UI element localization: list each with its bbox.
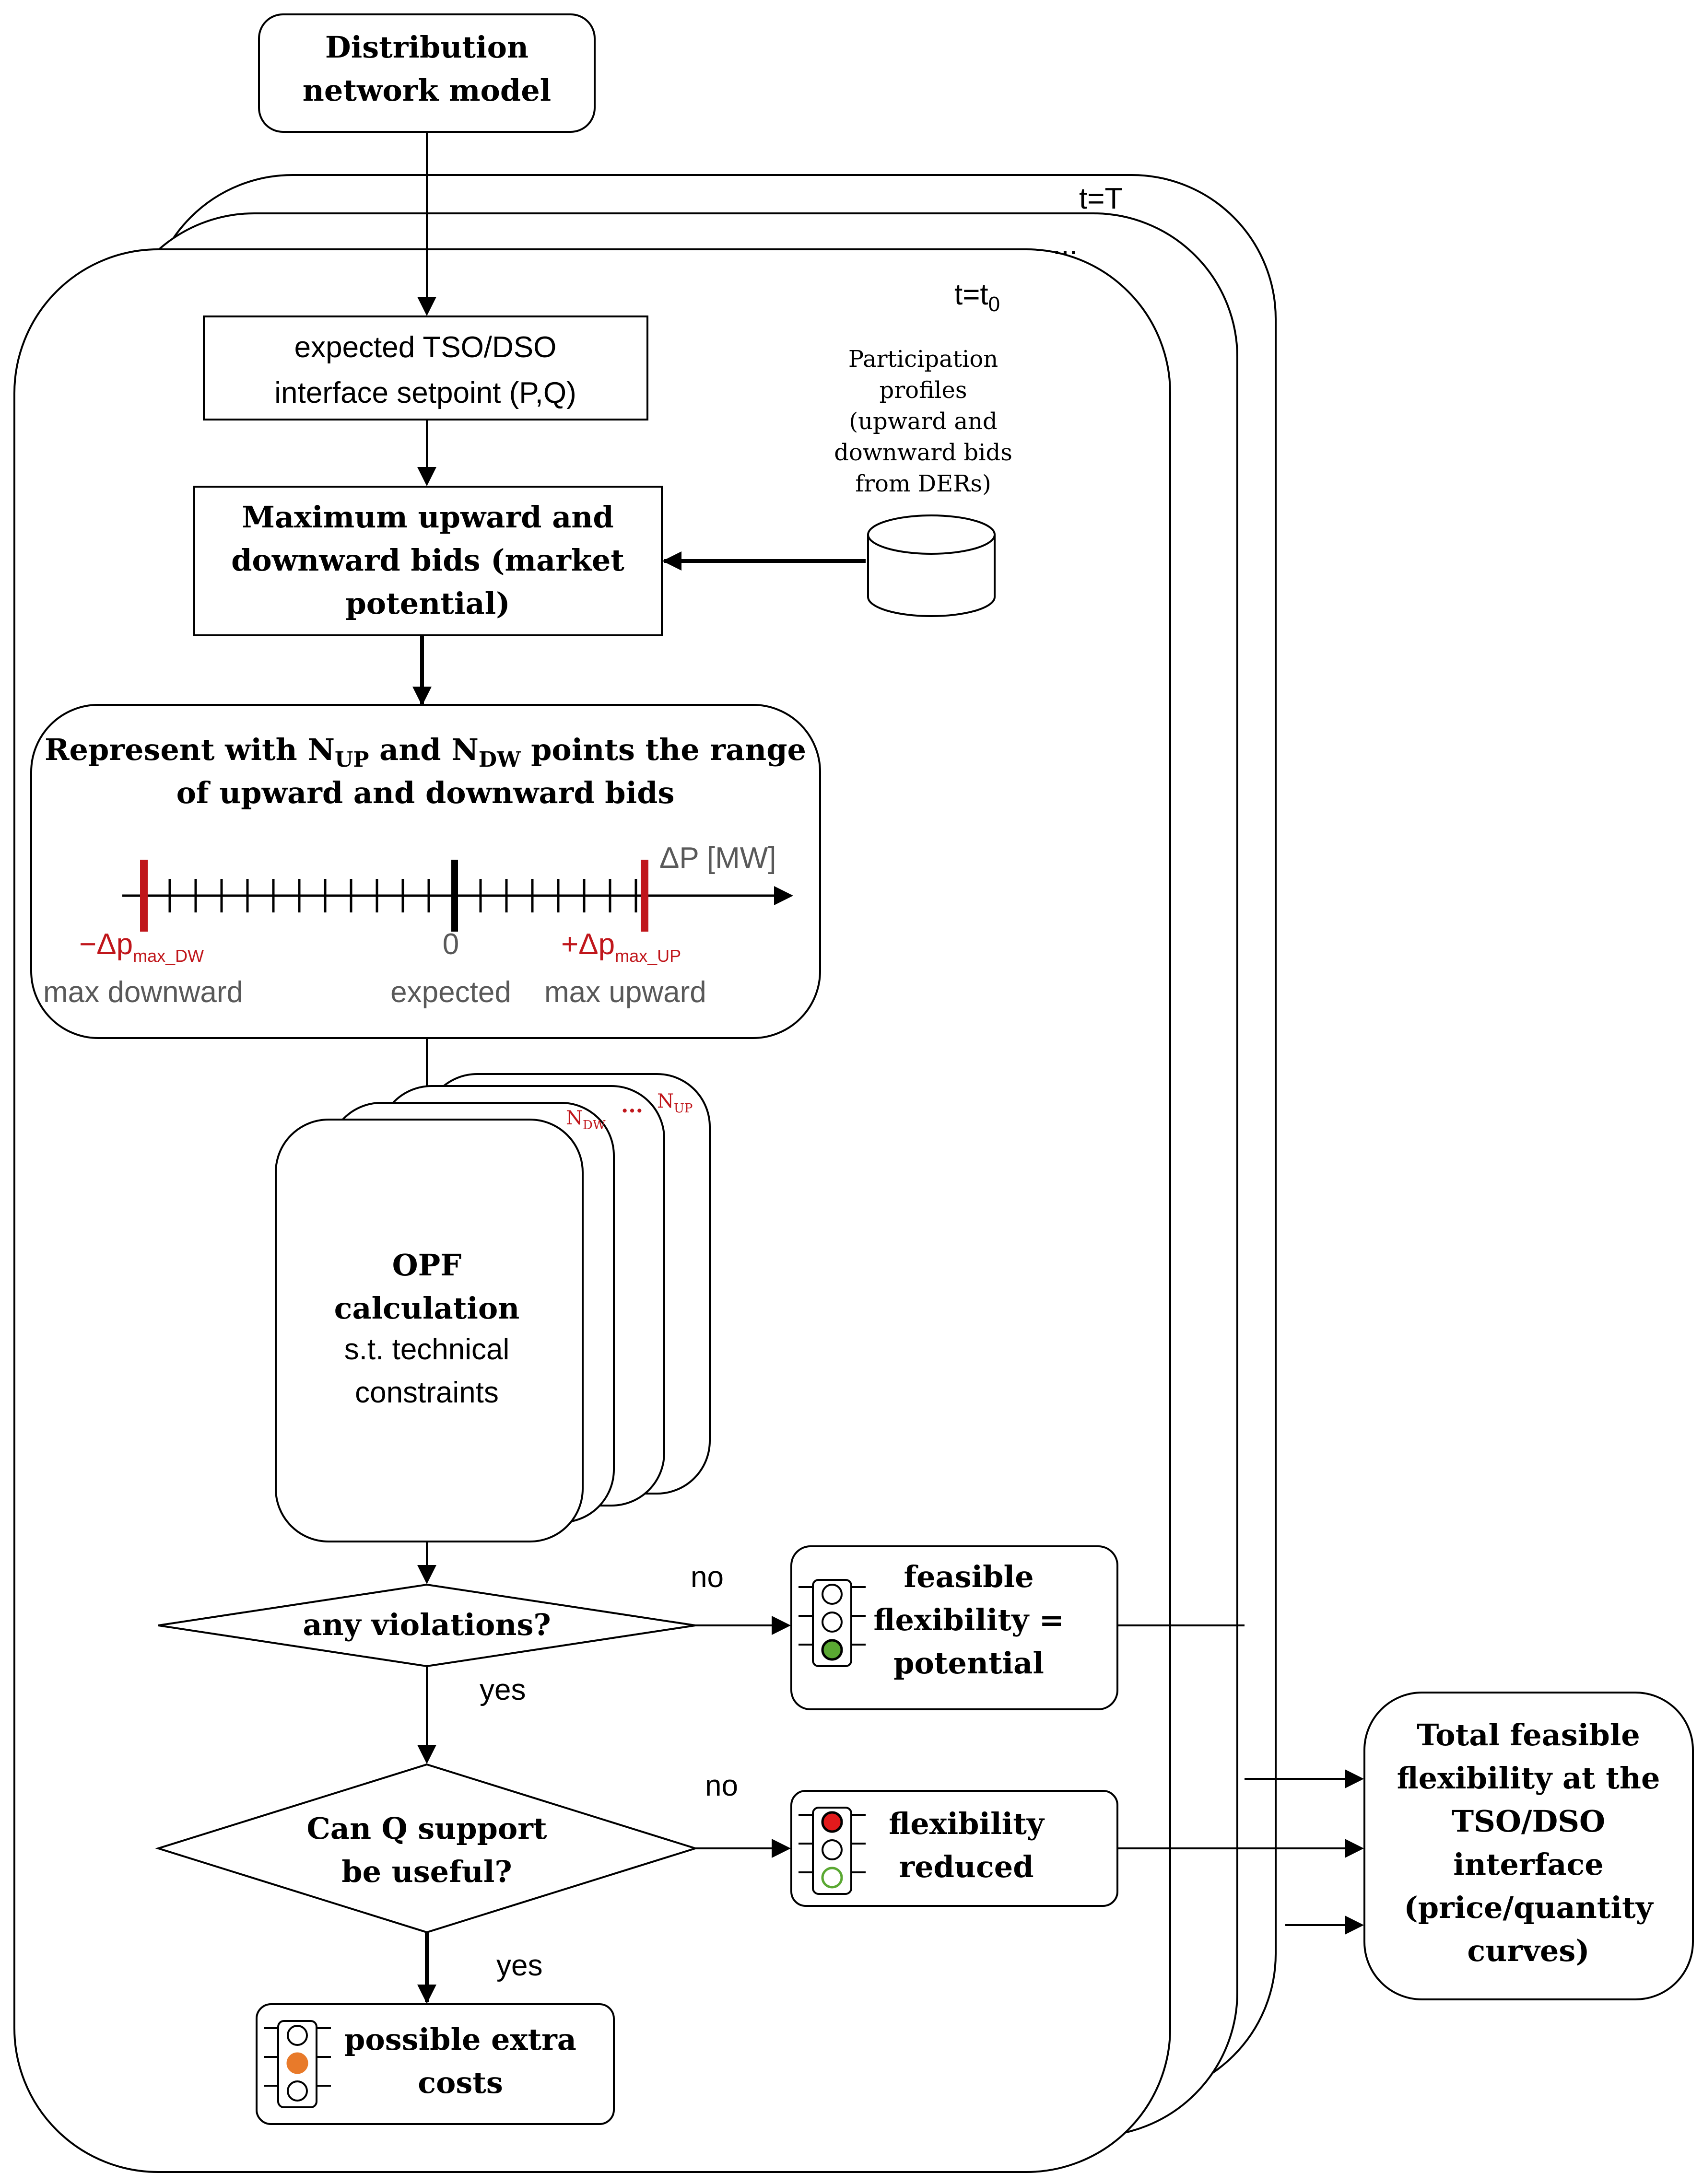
zero-label: 0 xyxy=(443,928,459,961)
opf-box xyxy=(275,1119,584,1542)
opf-line1: OPF xyxy=(392,1248,462,1283)
neg-caption: max downward xyxy=(43,976,243,1009)
delta-p-axis xyxy=(122,860,793,932)
represent-line1: Represent with NUP and NDW points the ra… xyxy=(45,732,806,772)
participation-line2: profiles xyxy=(880,377,967,404)
time-label-T: t=T xyxy=(1079,182,1123,215)
decision1-yes: yes xyxy=(480,1673,526,1706)
stack-label-dots: ... xyxy=(621,1093,643,1118)
participation-line4: downward bids xyxy=(834,439,1012,466)
green-line2: flexibility = xyxy=(873,1602,1064,1637)
decision2-no: no xyxy=(705,1769,738,1802)
stack-label-nup: NUP xyxy=(657,1090,693,1116)
market-line3: potential) xyxy=(345,586,510,621)
decision1-no: no xyxy=(691,1561,724,1594)
total-line5: (price/quantity xyxy=(1404,1890,1654,1925)
outcome-orange-box xyxy=(256,2003,615,2125)
market-potential-box xyxy=(193,486,663,636)
pos-label: +Δpmax_UP xyxy=(561,928,681,966)
green-line3: potential xyxy=(893,1646,1044,1681)
opf-line4: constraints xyxy=(355,1376,499,1409)
orange-line1: possible extra xyxy=(344,2022,576,2057)
total-line2: flexibility at the xyxy=(1397,1761,1660,1796)
time-label-ellipsis: ... xyxy=(1053,228,1078,261)
traffic-light-red-icon xyxy=(799,1807,866,1895)
decision2-yes: yes xyxy=(496,1949,542,1982)
zero-caption: expected xyxy=(390,976,511,1009)
total-line4: interface xyxy=(1453,1847,1603,1882)
setpoint-line1: expected TSO/DSO xyxy=(294,331,557,364)
opf-line2: calculation xyxy=(334,1291,520,1326)
axis-label: ΔP [MW] xyxy=(659,841,776,875)
represent-box xyxy=(30,704,821,1039)
participation-line3: (upward and xyxy=(849,408,997,435)
green-line1: feasible xyxy=(904,1559,1034,1594)
participation-line5: from DERs) xyxy=(855,470,991,497)
stack-label-ndw: NDW xyxy=(566,1107,606,1133)
market-line1: Maximum upward and xyxy=(242,500,613,535)
decision2-line1: Can Q support xyxy=(306,1811,547,1846)
decision2-line2: be useful? xyxy=(341,1854,512,1889)
orange-line2: costs xyxy=(418,2065,503,2100)
market-line2: downward bids (market xyxy=(231,543,624,578)
decision1-text: any violations? xyxy=(303,1607,551,1642)
red-line1: flexibility xyxy=(889,1806,1045,1841)
represent-line2: of upward and downward bids xyxy=(176,775,675,810)
participation-line1: Participation xyxy=(848,346,998,373)
red-line2: reduced xyxy=(899,1849,1034,1884)
opf-line3: s.t. technical xyxy=(344,1333,510,1366)
neg-label: −Δpmax_DW xyxy=(79,928,204,966)
setpoint-box xyxy=(203,315,648,420)
total-line3: TSO/DSO xyxy=(1452,1804,1605,1839)
outcome-green-box xyxy=(790,1545,1118,1710)
total-line6: curves) xyxy=(1467,1933,1589,1968)
pos-caption: max upward xyxy=(544,976,706,1009)
setpoint-line2: interface setpoint (P,Q) xyxy=(274,376,576,409)
database-cylinder-icon xyxy=(867,514,996,617)
title-line1: Distribution xyxy=(325,30,529,65)
traffic-light-orange-icon xyxy=(264,2020,331,2108)
time-label-t0: t=t0 xyxy=(954,278,1000,316)
title-line2: network model xyxy=(303,73,551,108)
total-flexibility-box xyxy=(1363,1692,1694,2000)
traffic-light-green-icon xyxy=(799,1579,866,1667)
total-line1: Total feasible xyxy=(1417,1717,1640,1752)
